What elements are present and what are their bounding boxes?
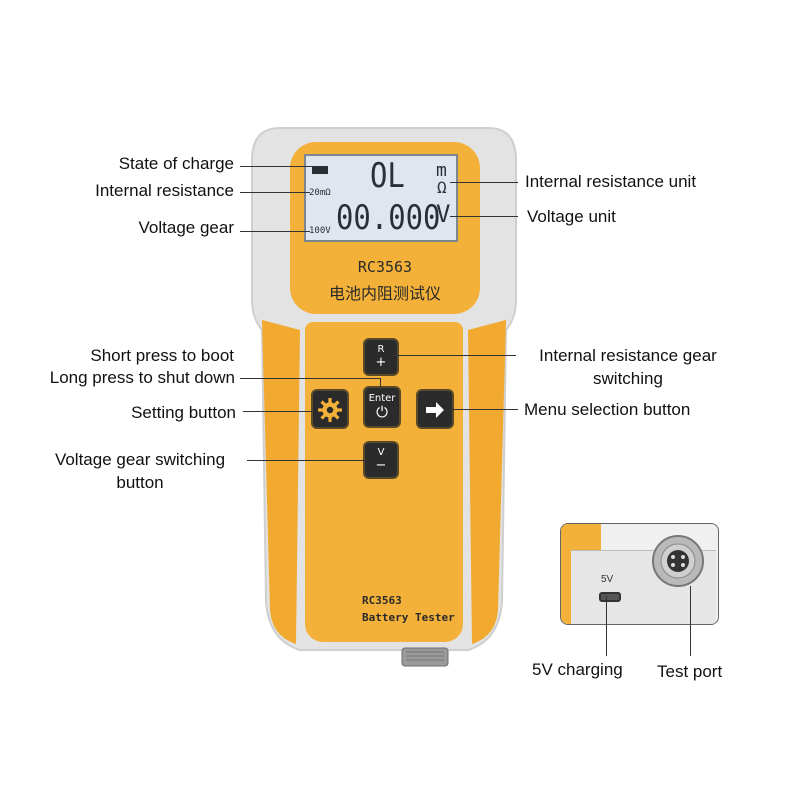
lcd-voltage-unit: V — [436, 200, 451, 228]
callout-line-setting — [243, 411, 315, 412]
label-voltage-gear-switching-1: Voltage gear switching — [54, 450, 226, 469]
label-5v-charging: 5V charging — [532, 660, 623, 679]
key-r-label: R — [377, 344, 385, 355]
key-v-label: V — [377, 447, 385, 458]
callout-line-power-drop — [380, 378, 381, 390]
callout-line-voltage-switch — [247, 460, 367, 461]
label-ir-gear-switching-2: switching — [593, 369, 663, 388]
lcd-resistance-gear: 20mΩ — [309, 188, 331, 198]
key-enter-label: Enter — [368, 393, 396, 404]
key-minus-label: − — [375, 458, 387, 473]
callout-line-ir-gear — [392, 355, 516, 356]
lcd-unit-milli: m — [436, 160, 447, 181]
lcd-voltage-gear: 100V — [309, 226, 331, 236]
callout-line-voltage-unit — [450, 216, 518, 217]
label-voltage-gear-switching-2: button — [116, 473, 164, 492]
label-state-of-charge: State of charge — [118, 154, 234, 173]
callout-line-voltage-gear — [240, 231, 310, 232]
battery-charge-icon — [312, 166, 328, 174]
callout-line-menu — [448, 409, 518, 410]
gear-icon — [318, 398, 342, 422]
resistance-plus-button[interactable]: R + — [363, 338, 399, 376]
menu-selection-button[interactable] — [416, 389, 454, 429]
lcd-resistance-reading: OL — [370, 156, 405, 196]
bottom-model-label: RC3563 — [362, 594, 402, 607]
label-voltage-unit: Voltage unit — [527, 207, 616, 226]
label-setting-button: Setting button — [131, 403, 236, 422]
test-port-connector-icon — [652, 535, 704, 587]
enter-power-button[interactable]: Enter ⏻ — [363, 386, 401, 428]
voltage-minus-button[interactable]: V − — [363, 441, 399, 479]
label-ir-unit: Internal resistance unit — [525, 172, 697, 191]
port-inset-photo: 5V — [560, 523, 719, 625]
label-ir-gear-switching-1: Internal resistance gear — [539, 346, 717, 365]
settings-button[interactable] — [311, 389, 349, 429]
label-test-port: Test port — [657, 662, 723, 681]
callout-line-power — [240, 378, 380, 379]
callout-line-internal-resistance — [240, 192, 310, 193]
label-short-press: Short press to boot — [90, 346, 234, 365]
usb-port-label: 5V — [601, 574, 614, 585]
model-label: RC3563 — [357, 258, 413, 276]
power-icon: ⏻ — [376, 403, 388, 421]
callout-line-ir-unit — [450, 182, 518, 183]
key-plus-label: + — [375, 355, 387, 370]
label-internal-resistance: Internal resistance — [95, 181, 234, 200]
bottom-device-name: Battery Tester — [362, 611, 455, 624]
callout-line-state-of-charge — [240, 166, 312, 167]
label-voltage-gear: Voltage gear — [138, 218, 234, 237]
label-long-press: Long press to shut down — [49, 368, 235, 387]
callout-line-5v — [606, 596, 607, 656]
arrow-right-icon — [426, 402, 444, 418]
lcd-screen: OL m Ω 20mΩ 00.000 V 100V — [304, 154, 458, 242]
lcd-unit-ohm: Ω — [437, 178, 447, 197]
device-chinese-name: 电池内阻测试仪 — [328, 284, 441, 303]
lcd-voltage-reading: 00.000 — [336, 198, 441, 238]
usb-port-icon — [599, 592, 621, 602]
callout-line-test-port — [690, 586, 691, 656]
label-menu-selection: Menu selection button — [524, 400, 691, 419]
